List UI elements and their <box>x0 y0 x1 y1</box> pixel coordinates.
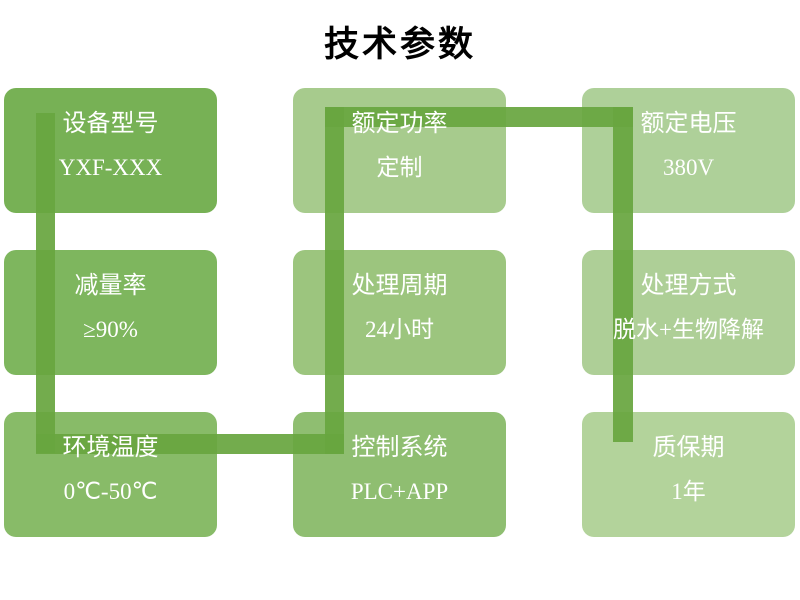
card-label: 设备型号 <box>62 111 159 137</box>
connector-vertical-col1 <box>36 113 55 453</box>
card-control-system: 控制系统 PLC+APP <box>293 412 506 537</box>
card-label: 额定功率 <box>351 111 448 137</box>
card-value: 1年 <box>671 478 706 504</box>
card-value: ≥90% <box>83 316 138 342</box>
card-ambient-temperature: 环境温度 0℃-50℃ <box>4 412 217 537</box>
card-label: 减量率 <box>74 273 147 299</box>
card-value: 脱水+生物降解 <box>613 316 764 342</box>
card-label: 控制系统 <box>351 435 448 461</box>
card-label: 额定电压 <box>640 111 737 137</box>
card-warranty-period: 质保期 1年 <box>582 412 795 537</box>
card-value: 380V <box>662 154 715 180</box>
card-value: YXF-XXX <box>58 154 163 180</box>
card-label: 质保期 <box>652 435 725 461</box>
connector-vertical-col2 <box>325 107 344 454</box>
connector-horizontal-bottom <box>36 434 344 454</box>
card-label: 处理方式 <box>640 273 737 299</box>
card-label: 环境温度 <box>62 435 159 461</box>
card-value: 0℃-50℃ <box>63 478 158 504</box>
card-value: 定制 <box>376 154 423 180</box>
page-title: 技术参数 <box>323 25 476 64</box>
card-value: 24小时 <box>365 316 434 342</box>
connector-vertical-col3 <box>613 107 633 442</box>
connector-horizontal-top <box>325 107 633 127</box>
card-value: PLC+APP <box>350 478 449 504</box>
card-label: 处理周期 <box>351 273 448 299</box>
